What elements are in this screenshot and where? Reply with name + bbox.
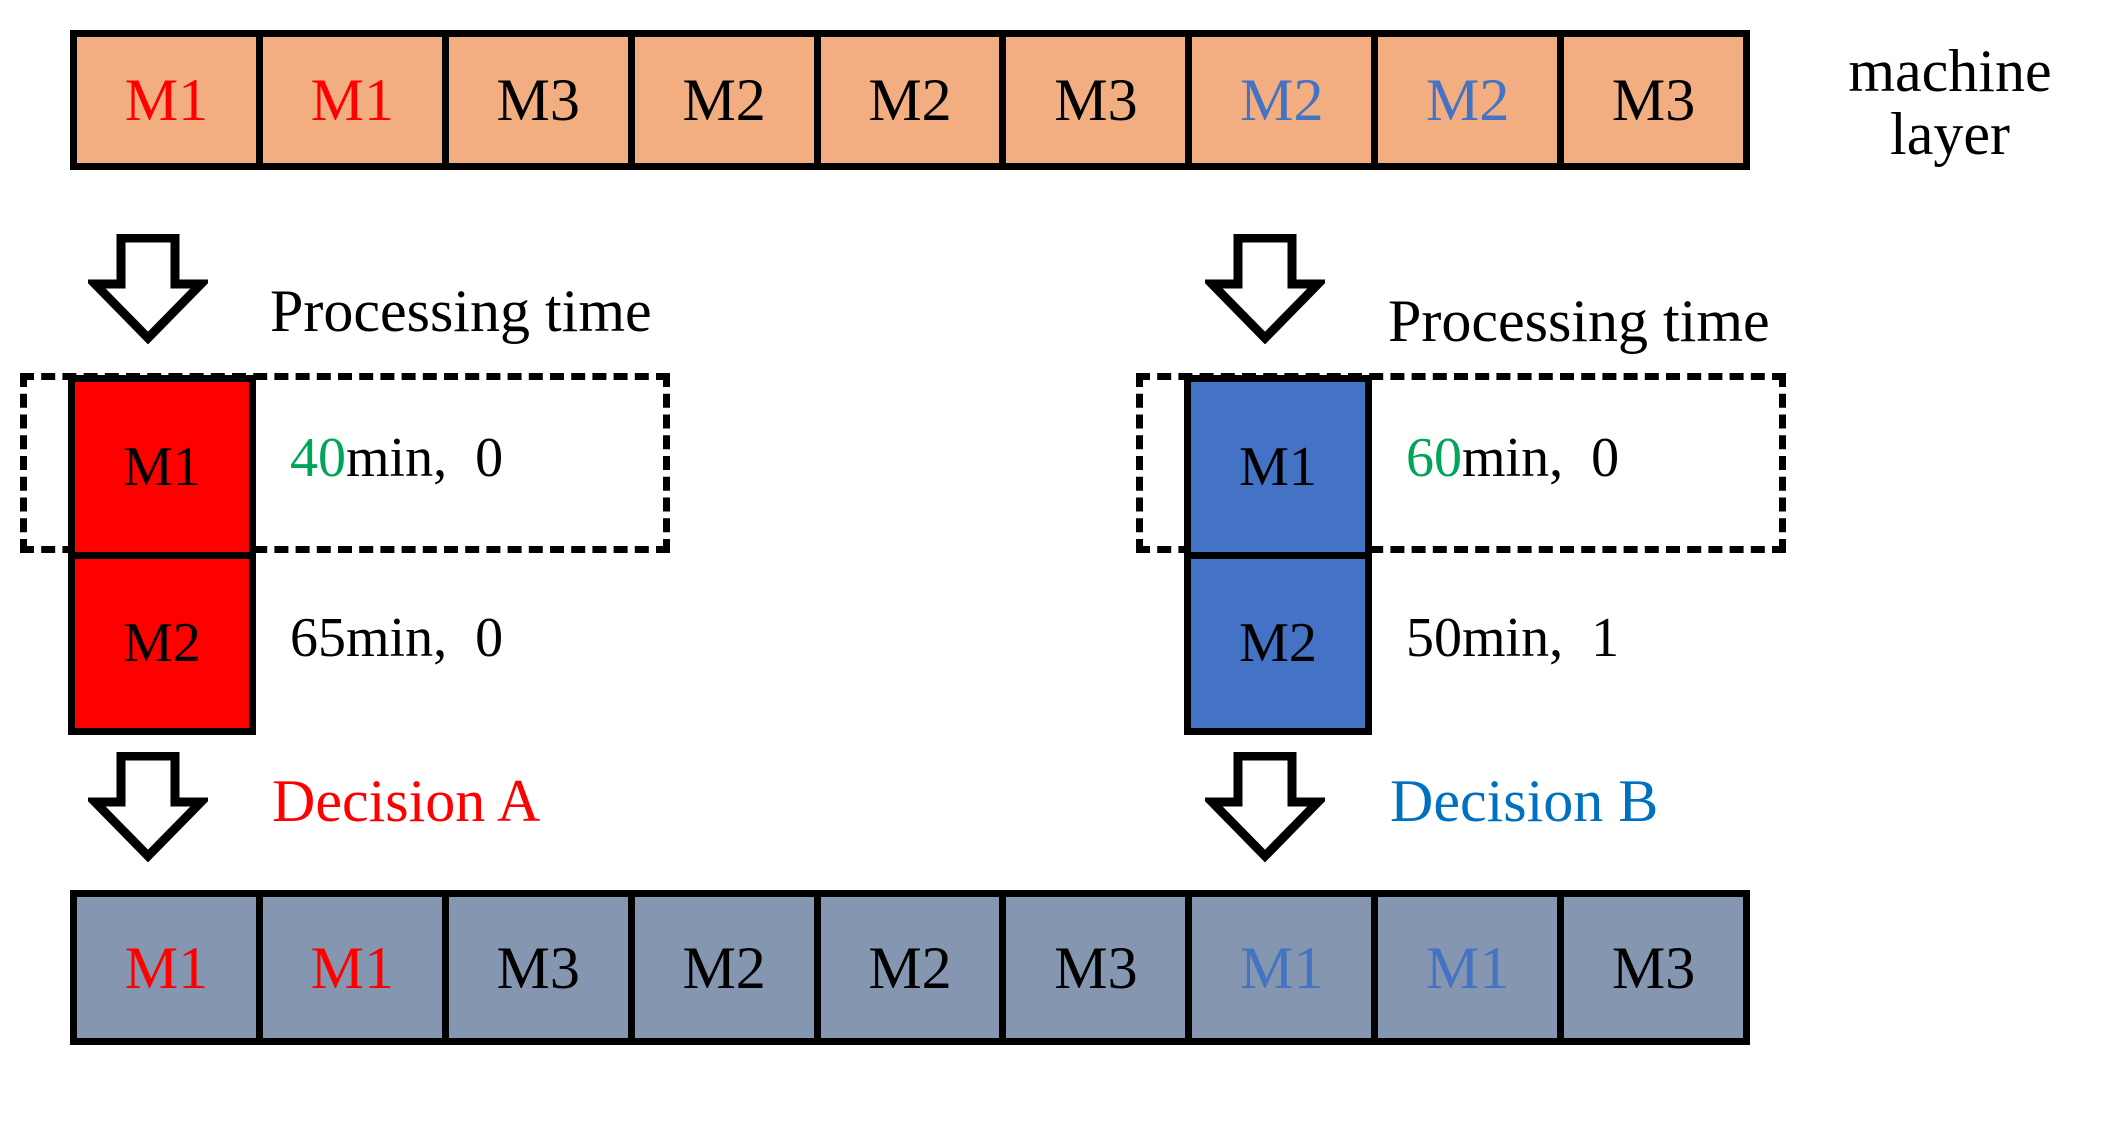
decision-a-row-1-machine[interactable]: M1 <box>75 382 249 559</box>
decision-b-row-1-setup: 0 <box>1591 427 1620 489</box>
decision-a-row-1-time: 40 <box>290 427 346 489</box>
cell-label: M1 <box>310 67 395 133</box>
decision-b-row-2-machine[interactable]: M2 <box>1191 558 1365 728</box>
machine-layer-cell-9[interactable]: M3 <box>1564 37 1744 163</box>
decision-a-row-1-unit: min, <box>346 427 448 489</box>
cell-label: M1 <box>1426 934 1510 1001</box>
processing-time-label-b: Processing time <box>1388 288 1770 354</box>
machine-label: M1 <box>1239 435 1317 498</box>
decision-b-row-1-machine[interactable]: M1 <box>1191 382 1365 559</box>
machine-layer-strip: M1 M1 M3 M2 M2 M3 M2 M2 M3 <box>70 30 1750 170</box>
machine-layer-caption-line2: layer <box>1890 101 2010 167</box>
cell-label: M3 <box>496 67 580 133</box>
cell-label: M2 <box>682 934 766 1001</box>
cell-label: M1 <box>124 67 209 133</box>
machine-layer-cell-3[interactable]: M3 <box>448 37 635 163</box>
machine-layer-cell-6[interactable]: M3 <box>1006 37 1193 163</box>
cell-label: M3 <box>1611 67 1696 133</box>
result-layer-cell-3[interactable]: M3 <box>448 897 635 1038</box>
cell-label: M2 <box>1426 67 1510 133</box>
decision-a-row-1-values: 40min, 0 <box>290 430 503 486</box>
cell-label: M1 <box>310 934 395 1001</box>
decision-b-row-1-values: 60min, 0 <box>1406 430 1619 486</box>
result-layer-cell-8[interactable]: M1 <box>1378 897 1565 1038</box>
decision-b-row-2-values: 50min, 1 <box>1406 610 1619 666</box>
down-arrow-machine-to-decision-a <box>88 234 208 344</box>
machine-label: M2 <box>1239 612 1317 675</box>
decision-a-row-2-setup: 0 <box>475 607 504 669</box>
decision-a-row-1-setup: 0 <box>475 427 504 489</box>
decision-a-row-2-time: 65 <box>290 607 346 669</box>
cell-label: M3 <box>1611 934 1696 1001</box>
result-layer-cell-1[interactable]: M1 <box>77 897 263 1038</box>
decision-a-machine-column: M1 M2 <box>68 375 256 735</box>
machine-layer-cell-5[interactable]: M2 <box>820 37 1007 163</box>
result-layer-cell-4[interactable]: M2 <box>634 897 821 1038</box>
result-layer-strip: M1 M1 M3 M2 M2 M3 M1 M1 M3 <box>70 890 1750 1045</box>
decision-b-row-2-time: 50 <box>1406 607 1462 669</box>
cell-label: M2 <box>868 934 952 1001</box>
decision-b-row-2-unit: min, <box>1462 607 1564 669</box>
down-arrow-machine-to-decision-b <box>1205 234 1325 344</box>
decision-a-row-2-values: 65min, 0 <box>290 610 503 666</box>
decision-b-label: Decision B <box>1390 768 1659 834</box>
result-layer-cell-2[interactable]: M1 <box>262 897 449 1038</box>
cell-label: M2 <box>682 67 766 133</box>
machine-layer-cell-1[interactable]: M1 <box>77 37 263 163</box>
down-arrow-decision-a-to-result <box>88 752 208 862</box>
decision-a-highlight-box <box>20 373 670 553</box>
cell-label: M2 <box>868 67 952 133</box>
machine-label: M2 <box>123 612 201 675</box>
decision-a-row-2-unit: min, <box>346 607 448 669</box>
cell-label: M3 <box>496 934 580 1001</box>
result-layer-cell-6[interactable]: M3 <box>1006 897 1193 1038</box>
result-layer-cell-9[interactable]: M3 <box>1564 897 1744 1038</box>
result-layer-cell-7[interactable]: M1 <box>1192 897 1379 1038</box>
machine-layer-cell-4[interactable]: M2 <box>634 37 821 163</box>
machine-layer-cell-8[interactable]: M2 <box>1378 37 1565 163</box>
decision-b-machine-column: M1 M2 <box>1184 375 1372 735</box>
result-layer-cell-5[interactable]: M2 <box>820 897 1007 1038</box>
decision-b-row-1-unit: min, <box>1462 427 1564 489</box>
down-arrow-decision-b-to-result <box>1205 752 1325 862</box>
processing-time-label-a: Processing time <box>270 278 652 344</box>
decision-b-row-2-setup: 1 <box>1591 607 1620 669</box>
cell-label: M3 <box>1054 934 1138 1001</box>
cell-label: M3 <box>1054 67 1138 133</box>
decision-a-label: Decision A <box>272 768 541 834</box>
machine-layer-caption: machine layer <box>1790 40 2110 166</box>
decision-a-row-2-machine[interactable]: M2 <box>75 558 249 728</box>
machine-layer-cell-7[interactable]: M2 <box>1192 37 1379 163</box>
machine-layer-caption-line1: machine <box>1848 38 2052 104</box>
cell-label: M2 <box>1240 67 1324 133</box>
machine-layer-cell-2[interactable]: M1 <box>262 37 449 163</box>
decision-b-row-1-time: 60 <box>1406 427 1462 489</box>
machine-label: M1 <box>123 435 201 498</box>
decision-b-highlight-box <box>1136 373 1786 553</box>
cell-label: M1 <box>124 934 209 1001</box>
cell-label: M1 <box>1240 934 1324 1001</box>
